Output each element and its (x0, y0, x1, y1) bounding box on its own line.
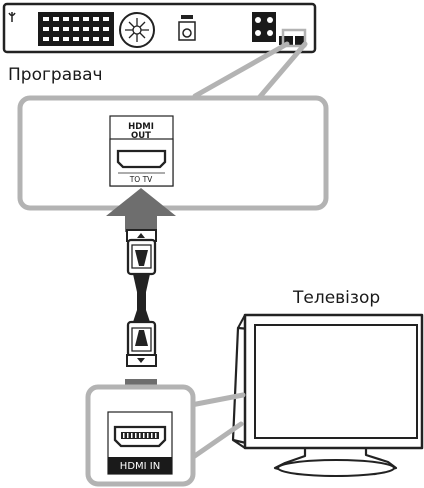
to-tv-label: TO TV (129, 175, 153, 184)
tv-label: Телевізор (293, 288, 381, 308)
antenna-icon (8, 12, 16, 22)
hdmi-in-callout (85, 384, 246, 487)
player-rear-panel (2, 2, 317, 54)
hdmi-out-label-line2: OUT (131, 131, 151, 141)
speaker-terminals (38, 12, 114, 46)
panel-hdmi-port (281, 28, 307, 48)
tv-icon (231, 313, 424, 477)
hdmi-out-callout (17, 41, 329, 211)
hdmi-cable (126, 229, 157, 367)
player-label: Програвач (8, 65, 103, 85)
antenna-port-icon (178, 15, 196, 41)
arrow-up-icon (106, 188, 176, 232)
av-connectors (252, 12, 305, 45)
hdmi-in-label: HDMI IN (120, 461, 160, 472)
fan-icon (119, 12, 155, 48)
hdmi-out-label-line1: HDMI (128, 122, 154, 132)
